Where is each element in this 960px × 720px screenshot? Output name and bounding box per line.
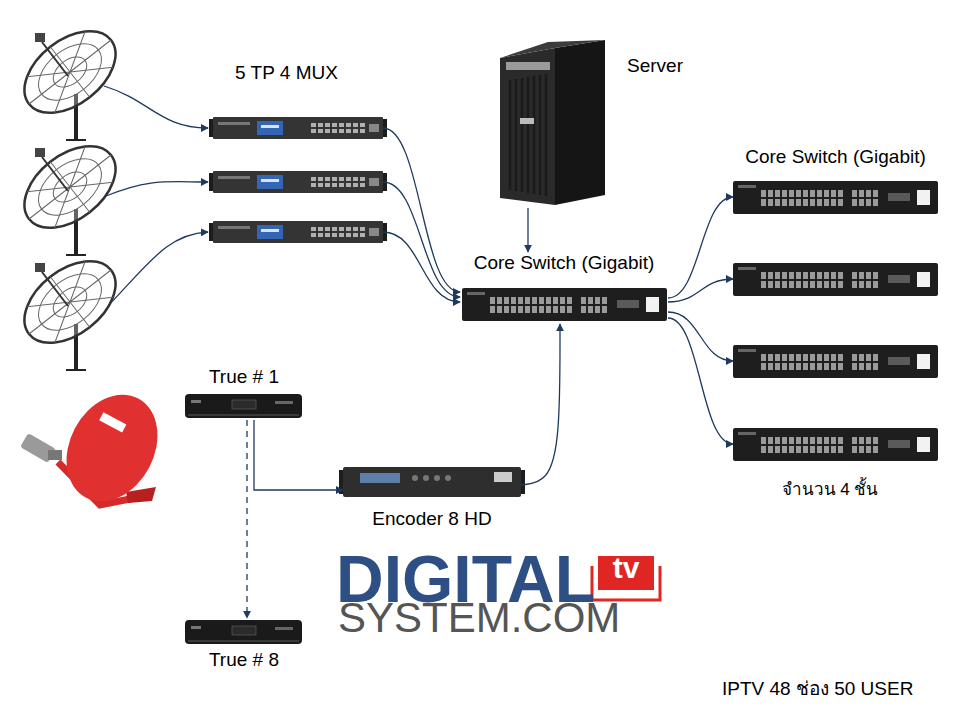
device-label: 5 TP 4 MUX bbox=[200, 62, 373, 85]
server-bay bbox=[506, 62, 550, 70]
dish-sticker bbox=[99, 412, 126, 432]
server-side bbox=[555, 40, 605, 205]
signal-connector bbox=[383, 128, 460, 292]
note-text: IPTV 48 ช่อง 50 USER bbox=[722, 679, 947, 698]
encoder-box: Encoder 8 HD bbox=[343, 466, 521, 532]
logo-text: SYSTEM.COM bbox=[338, 597, 638, 639]
server-top bbox=[500, 40, 605, 58]
encoder-button bbox=[423, 475, 429, 481]
receiver-box: True # 8 bbox=[183, 618, 305, 673]
mux-group: 5 TP 4 MUX bbox=[210, 60, 383, 245]
mux-unit bbox=[209, 221, 387, 243]
signal-connector bbox=[668, 312, 733, 361]
signal-connector bbox=[527, 208, 528, 252]
device-label: True # 1 bbox=[173, 366, 315, 389]
encoder-badge bbox=[494, 472, 512, 482]
encoder-unit bbox=[339, 467, 525, 497]
satellite-dish bbox=[9, 130, 130, 255]
lnb-holder bbox=[48, 450, 62, 460]
feed-cable bbox=[108, 232, 208, 306]
receiver-unit bbox=[185, 620, 302, 644]
encoder-button bbox=[445, 475, 451, 481]
switch-group: Core Switch (Gigabit) bbox=[733, 145, 938, 463]
server-node: Server bbox=[497, 36, 712, 208]
mux-unit bbox=[209, 171, 387, 193]
encoder-display bbox=[360, 473, 400, 483]
dish-reflector bbox=[49, 379, 176, 517]
signal-connector bbox=[668, 197, 733, 298]
signal-connector bbox=[254, 420, 343, 490]
network-switch bbox=[733, 181, 938, 214]
encoder-button bbox=[412, 475, 418, 481]
device-label: Server bbox=[627, 55, 712, 78]
device-label: Core Switch (Gigabit) bbox=[725, 146, 946, 169]
satellite-dish bbox=[9, 245, 130, 370]
feed-cable bbox=[106, 182, 208, 196]
encoder-button bbox=[434, 475, 440, 481]
device-label: Encoder 8 HD bbox=[333, 508, 531, 531]
network-switch bbox=[733, 428, 938, 461]
receiver-unit bbox=[185, 394, 302, 418]
signal-connector bbox=[383, 182, 460, 297]
signal-connector bbox=[246, 420, 247, 618]
server-front bbox=[500, 48, 555, 205]
signal-connector bbox=[383, 232, 460, 302]
server-tower bbox=[500, 40, 605, 205]
note-text: จำนวน 4 ชั้น bbox=[750, 481, 910, 498]
feed-cable bbox=[104, 86, 208, 128]
server-badge bbox=[520, 118, 534, 124]
true-dish bbox=[20, 379, 175, 517]
logo-text: tv bbox=[600, 553, 652, 583]
network-switch bbox=[462, 288, 667, 321]
satellite-dish bbox=[9, 15, 130, 140]
signal-connector bbox=[521, 324, 560, 485]
signal-connector bbox=[668, 318, 733, 444]
network-switch bbox=[733, 345, 938, 378]
signal-connector bbox=[668, 279, 733, 302]
device-label: True # 8 bbox=[173, 649, 315, 672]
encoder-body bbox=[343, 467, 521, 497]
core-switch: Core Switch (Gigabit) bbox=[460, 252, 668, 324]
server-vents bbox=[510, 74, 546, 196]
device-label: Core Switch (Gigabit) bbox=[454, 252, 674, 275]
receiver-box: True # 1 bbox=[183, 364, 305, 420]
mux-unit bbox=[209, 117, 387, 139]
network-switch bbox=[733, 263, 938, 296]
